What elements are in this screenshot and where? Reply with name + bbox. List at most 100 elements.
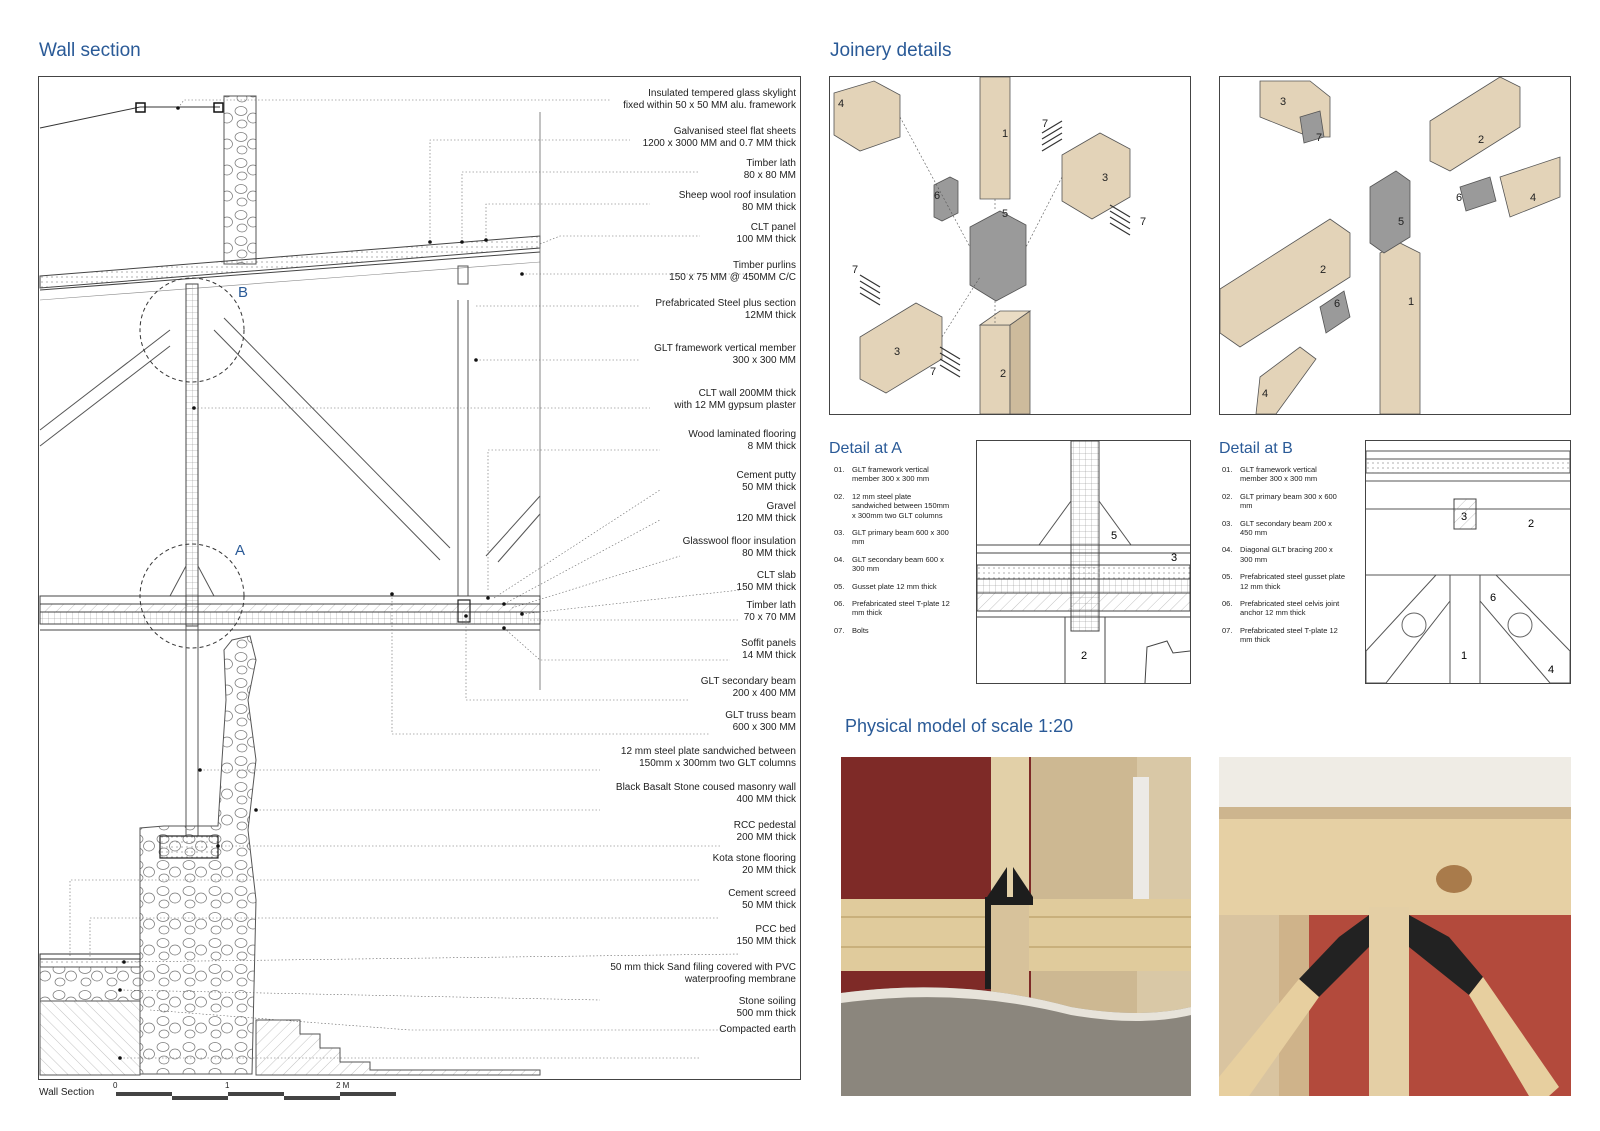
note-item: 05. Gusset plate 12 mm thick	[834, 582, 952, 591]
label-line-2: 150 MM thick	[736, 582, 796, 593]
label-line-2: 1200 x 3000 MM and 0.7 MM thick	[642, 138, 796, 149]
label-line-1: Black Basalt Stone coused masonry wall	[615, 782, 796, 793]
label-line-1: Kota stone flooring	[712, 853, 796, 864]
label-line-2: 150 x 75 MM @ 450MM C/C	[669, 272, 796, 283]
note-number: 07.	[834, 625, 845, 635]
note-item: 04.GLT secondary beam 600 x 300 mm	[834, 555, 952, 574]
label-line-1: 12 mm steel plate sandwiched between	[620, 746, 796, 757]
joinery-left-svg: 1 2 3 3 4 5 6 7 7 7 7	[833, 76, 1146, 415]
note-item: 03.GLT secondary beam 200 x 450 mm	[1222, 519, 1346, 538]
note-number: 05.	[834, 581, 845, 591]
label-line-2: 200 MM thick	[736, 832, 796, 843]
detail-b-num-2: 2	[1528, 518, 1534, 530]
label-line-1: Stone soiling	[738, 996, 796, 1007]
detail-b-num-3: 3	[1461, 511, 1467, 523]
joinery-left-num-7a: 7	[1042, 118, 1048, 130]
joinery-right-num-6a: 6	[1456, 192, 1462, 204]
label-line-2: 80 MM thick	[742, 202, 796, 213]
note-text: Prefabricated steel T-plate 12 mm thick	[1240, 625, 1338, 645]
detail-a-num-5: 5	[1111, 530, 1117, 542]
label-line-2: 50 MM thick	[742, 482, 796, 493]
detail-a-svg: 5 3 2	[976, 440, 1191, 684]
note-number: 02.	[1222, 491, 1233, 501]
model-photo-left	[841, 757, 1191, 1096]
label-line-1: PCC bed	[755, 924, 796, 935]
note-item: 02. 12 mm steel plate sandwiched between …	[834, 492, 952, 520]
note-number: 05.	[1222, 572, 1233, 582]
label-line-1: Glasswool floor insulation	[682, 536, 796, 547]
scale-caption: Wall Section	[39, 1087, 95, 1098]
label-line-2: 12MM thick	[744, 310, 796, 321]
detail-b-drawing: 3 2 6 1 4	[1365, 440, 1571, 684]
note-number: 02.	[834, 491, 845, 501]
note-text: Gusset plate 12 mm thick	[852, 581, 937, 591]
label-line-1: Cement screed	[728, 888, 796, 899]
wall-section-label: 50 mm thick Sand filing covered with PVC…	[610, 962, 796, 986]
label-line-2: 80 x 80 MM	[743, 170, 796, 181]
note-number: 01.	[834, 465, 845, 474]
joinery-left-num-3b: 3	[894, 346, 900, 358]
label-line-1: CLT wall 200MM thick	[698, 388, 796, 399]
label-line-1: Timber purlins	[733, 260, 796, 271]
label-line-1: Timber lath	[746, 600, 796, 611]
label-line-1: Compacted earth	[719, 1024, 796, 1035]
label-line-1: GLT framework vertical member	[654, 343, 796, 354]
detail-b-num-4: 4	[1548, 664, 1554, 676]
label-line-2: 20 MM thick	[742, 865, 796, 876]
detail-a-num-2: 2	[1081, 650, 1087, 662]
label-line-2: with 12 MM gypsum plaster	[674, 400, 796, 411]
joinery-left-num-5: 5	[1002, 208, 1008, 220]
label-line-2: 400 MM thick	[736, 794, 796, 805]
detail-marker-a: A	[235, 542, 246, 559]
note-text: GLT framework vertical member 300 x 300 …	[852, 465, 930, 484]
label-line-1: GLT truss beam	[725, 710, 796, 721]
note-item: 06. Prefabricated steel T-plate 12 mm thi…	[834, 599, 952, 618]
detail-a-num-3: 3	[1171, 552, 1177, 564]
detail-b-num-6: 6	[1490, 592, 1496, 604]
note-text: Diagonal GLT bracing 200 x 300 mm	[1240, 545, 1333, 564]
joinery-left-num-7c: 7	[852, 264, 858, 276]
label-line-2: 150mm x 300mm two GLT columns	[639, 758, 796, 769]
label-line-2: fixed within 50 x 50 MM alu. framework	[623, 100, 796, 111]
physical-model-heading: Physical model of scale 1:20	[845, 716, 1074, 736]
note-item: 07.Bolts	[834, 626, 952, 635]
joinery-left-drawing: 1 2 3 3 4 5 6 7 7 7 7	[829, 76, 1191, 415]
detail-b-notes: 01.GLT framework vertical member 300 x 3…	[1222, 465, 1346, 653]
note-text: 12 mm steel plate sandwiched between 150…	[852, 491, 950, 520]
label-line-2: 70 x 70 MM	[743, 612, 796, 623]
scale-tick-1: 1	[225, 1081, 230, 1090]
note-item: 02.GLT primary beam 300 x 600 mm	[1222, 492, 1346, 511]
label-line-1: RCC pedestal	[733, 820, 796, 831]
joinery-right-drawing: 1 2 2 3 4 4 5 6 6 7	[1219, 76, 1571, 415]
wall-section-heading: Wall section	[39, 40, 141, 61]
joinery-details-heading: Joinery details	[830, 40, 952, 61]
note-item: 07.Prefabricated steel T-plate 12 mm thi…	[1222, 626, 1346, 645]
note-number: 04.	[1222, 545, 1233, 555]
note-number: 06.	[834, 599, 845, 609]
note-text: Prefabricated steel celvis joint anchor …	[1240, 599, 1340, 618]
detail-marker-b: B	[238, 284, 249, 301]
scale-tick-0: 0	[113, 1081, 118, 1090]
detail-a-heading: Detail at A	[829, 440, 902, 457]
joinery-left-num-1: 1	[1002, 128, 1008, 140]
label-line-2: 120 MM thick	[736, 513, 796, 524]
note-text: Prefabricated steel T-plate 12 mm thick	[852, 599, 950, 618]
joinery-right-num-4b: 4	[1262, 388, 1268, 400]
joinery-right-num-3: 3	[1280, 96, 1286, 108]
